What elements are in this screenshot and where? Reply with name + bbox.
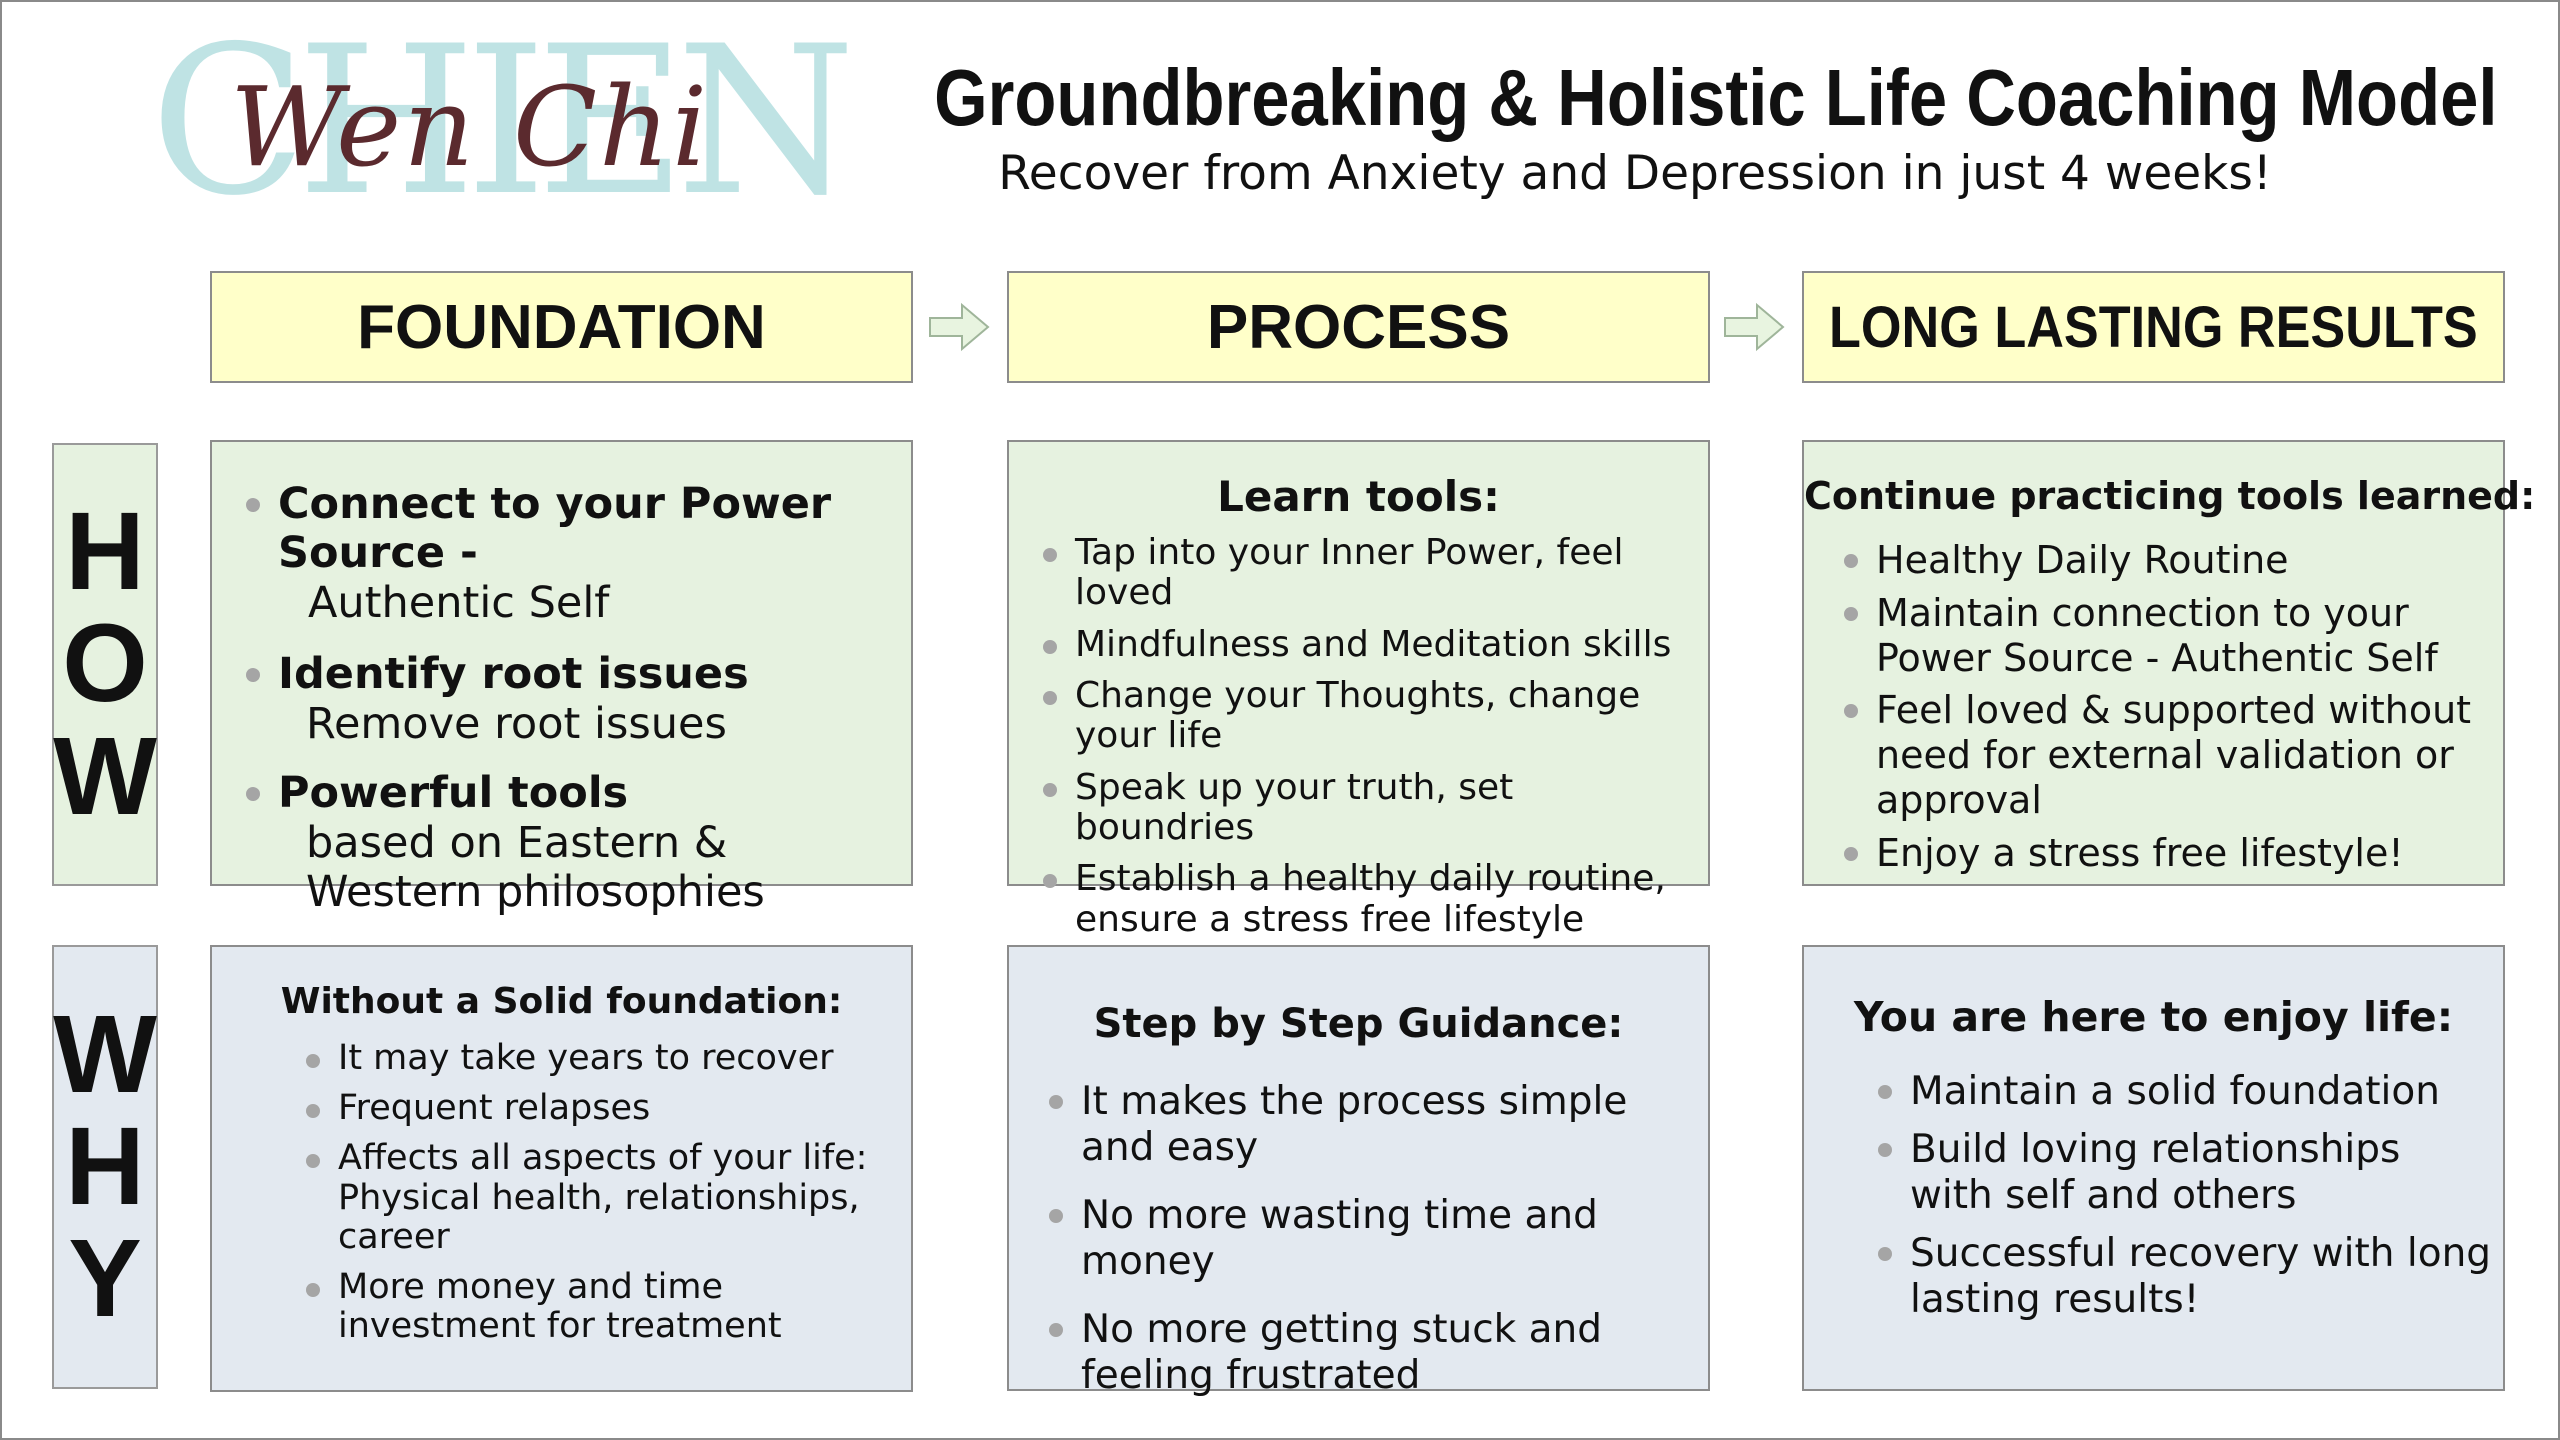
logo-given-name: Wen Chi — [230, 63, 710, 191]
how-foundation-list: Connect to your Power Source - Authentic… — [242, 479, 902, 918]
list-item: More money and time investment for treat… — [302, 1267, 892, 1346]
column-header-label: LONG LASTING RESULTS — [1829, 294, 2478, 360]
panel-title: Learn tools: — [1217, 472, 1500, 521]
panel-title: Continue practicing tools learned: — [1804, 474, 2536, 518]
logo-surname: CHIEN — [150, 3, 856, 241]
list-item: Mindfulness and Meditation skills — [1039, 624, 1699, 665]
item-detail: based on Eastern & Western philosophies — [306, 817, 765, 918]
list-item: It makes the process simple and easy — [1045, 1079, 1695, 1171]
row-label-letter: W — [53, 714, 157, 838]
why-process-list: It makes the process simple and easy No … — [1045, 1079, 1695, 1399]
panel-title: Without a Solid foundation: — [280, 981, 843, 1022]
list-item: Change your Thoughts, change your life — [1039, 675, 1699, 757]
column-header-foundation: FOUNDATION — [210, 271, 913, 383]
list-item: Maintain a solid foundation — [1874, 1069, 2494, 1115]
list-item: It may take years to recover — [302, 1038, 892, 1078]
panel-how-foundation: Connect to your Power Source - Authentic… — [210, 440, 913, 917]
column-header-results: LONG LASTING RESULTS — [1802, 271, 2505, 383]
list-item: Identify root issues Remove root issues — [242, 650, 902, 749]
list-item: Powerful tools based on Eastern & Wester… — [242, 768, 902, 918]
column-header-label: PROCESS — [1206, 292, 1511, 362]
list-item: Successful recovery with long lasting re… — [1874, 1231, 2494, 1323]
item-detail: Remove root issues — [306, 698, 727, 749]
panel-how-process: Learn tools: Tap into your Inner Power, … — [1007, 440, 1710, 939]
list-item: Tap into your Inner Power, feel loved — [1039, 532, 1699, 614]
list-item: Connect to your Power Source - Authentic… — [242, 479, 902, 628]
list-item: Establish a healthy daily routine, ensur… — [1039, 859, 1699, 940]
row-label-letter: W — [53, 992, 157, 1116]
row-label-letter: O — [62, 602, 148, 726]
column-header-process: PROCESS — [1007, 271, 1710, 383]
how-process-list: Tap into your Inner Power, feel loved Mi… — [1039, 532, 1699, 940]
right-arrow-icon — [1724, 302, 1785, 352]
list-item: Build loving relationships with self and… — [1874, 1127, 2494, 1219]
row-label-letter: H — [65, 1104, 145, 1228]
list-item: Affects all aspects of your life: Physic… — [302, 1139, 892, 1257]
column-header-label: FOUNDATION — [357, 292, 766, 362]
panel-title: You are here to enjoy life: — [1853, 993, 2454, 1041]
panel-why-process: Step by Step Guidance: It makes the proc… — [1007, 945, 1710, 1398]
item-title: Connect to your Power Source - — [278, 479, 832, 579]
panel-title: Step by Step Guidance: — [1093, 1001, 1624, 1047]
page-title: Groundbreaking & Holistic Life Coaching … — [934, 53, 2498, 142]
why-results-list: Maintain a solid foundation Build loving… — [1874, 1069, 2494, 1323]
list-item: Speak up your truth, set boundries — [1039, 767, 1699, 849]
how-results-list: Healthy Daily Routine Maintain connectio… — [1840, 538, 2490, 876]
list-item: Maintain connection to your Power Source… — [1840, 591, 2490, 681]
why-foundation-list: It may take years to recover Frequent re… — [302, 1038, 892, 1346]
right-arrow-icon — [929, 302, 990, 352]
item-title: Identify root issues — [278, 649, 749, 700]
list-item: No more getting stuck and feeling frustr… — [1045, 1307, 1695, 1399]
row-label-letter: Y — [68, 1217, 142, 1341]
list-item: Frequent relapses — [302, 1088, 892, 1128]
item-detail: Authentic Self — [308, 577, 610, 628]
row-label-letter: H — [65, 490, 145, 614]
panel-why-foundation: Without a Solid foundation: It may take … — [210, 945, 913, 1392]
panel-why-results: You are here to enjoy life: Maintain a s… — [1802, 945, 2505, 1391]
panel-how-results: Continue practicing tools learned: Healt… — [1802, 440, 2536, 886]
item-title: Powerful tools — [278, 768, 629, 819]
list-item: Healthy Daily Routine — [1840, 538, 2490, 583]
list-item: Feel loved & supported without need for … — [1840, 688, 2490, 822]
list-item: No more wasting time and money — [1045, 1193, 1695, 1285]
page-subtitle: Recover from Anxiety and Depression in j… — [998, 146, 2272, 201]
list-item: Enjoy a stress free lifestyle! — [1840, 831, 2490, 876]
